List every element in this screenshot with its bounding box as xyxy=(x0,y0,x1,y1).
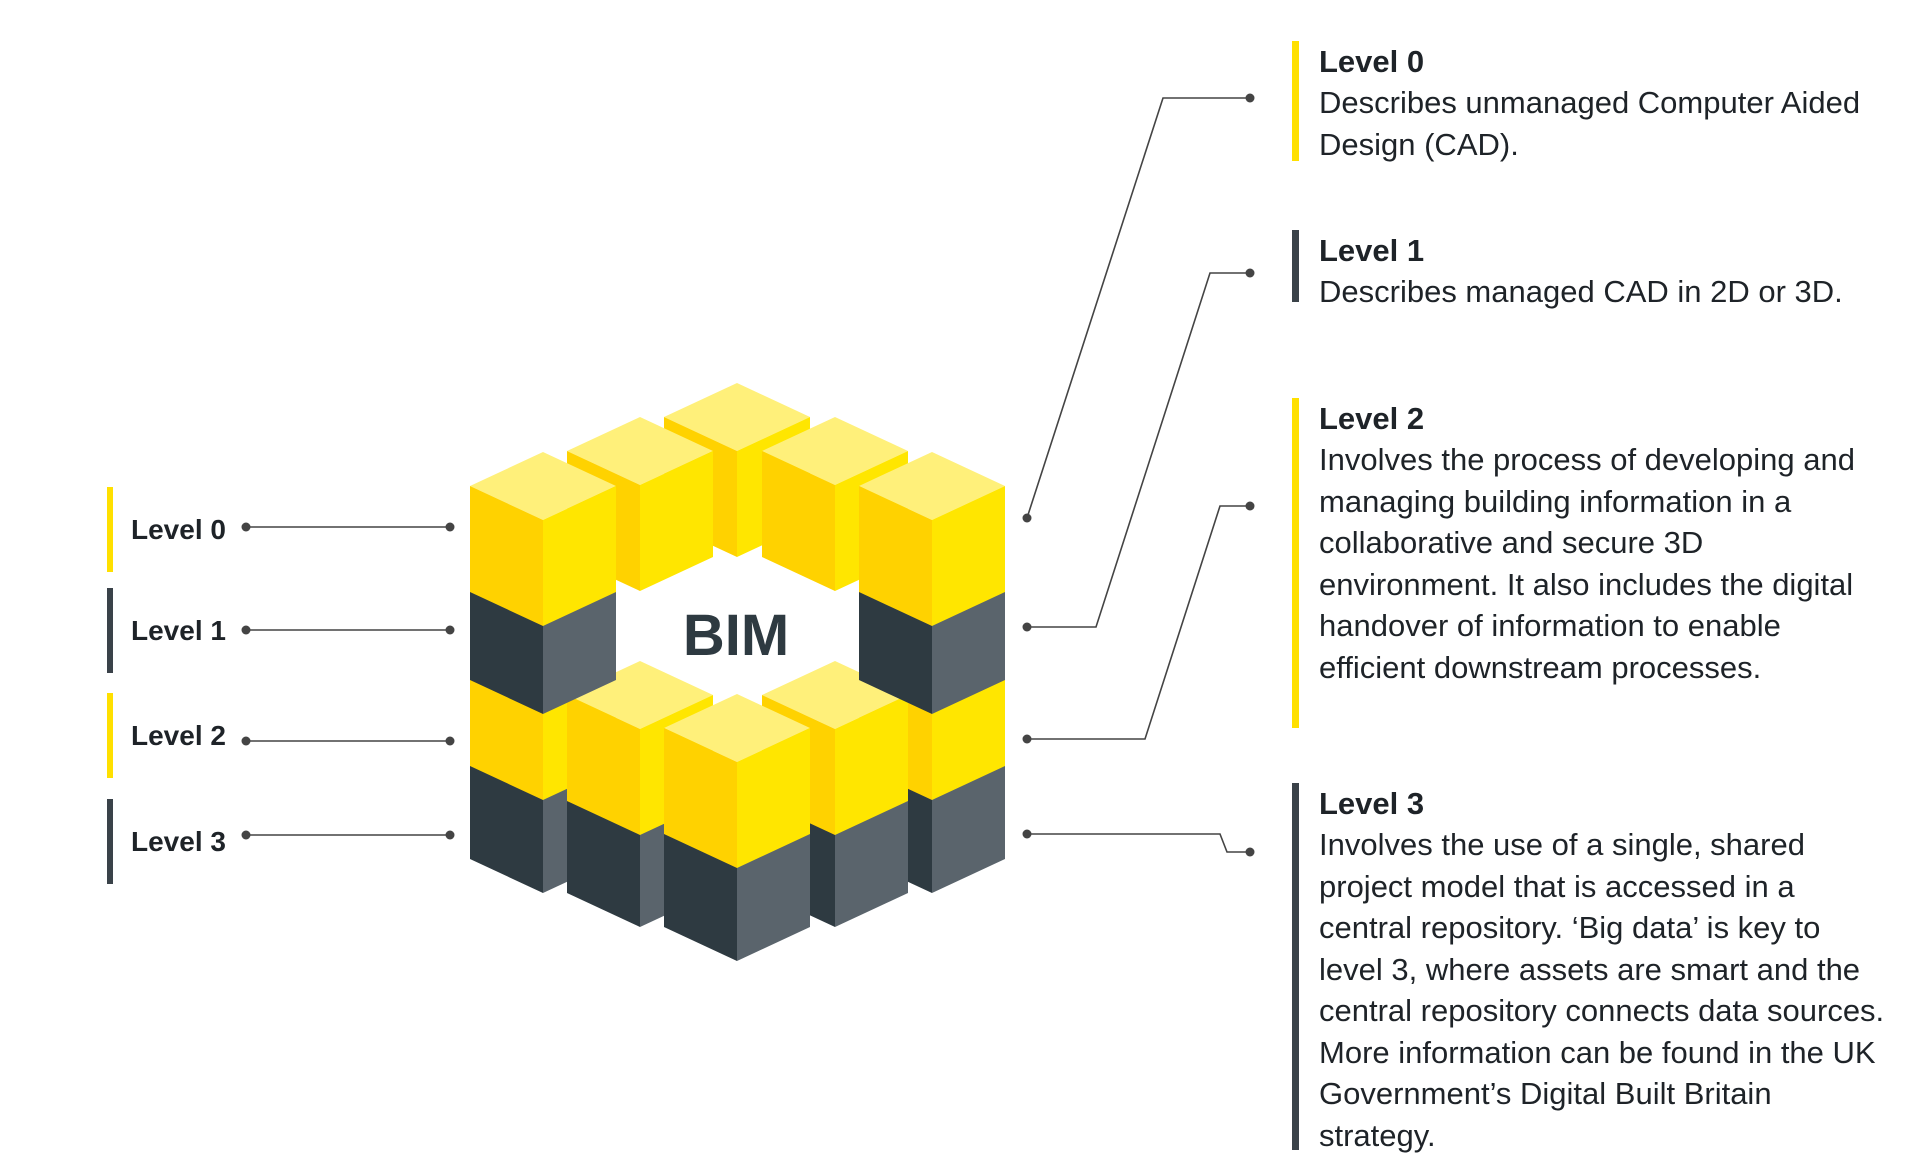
description-title: Level 1 xyxy=(1319,233,1425,268)
connector-line xyxy=(1027,505,1250,740)
yellow-cube-left xyxy=(859,486,932,626)
connector-dot xyxy=(445,522,455,532)
connector-dot xyxy=(445,830,455,840)
description-level-3: Level 3 Involves the use of a single, sh… xyxy=(1292,783,1919,1153)
connector-line xyxy=(1026,97,1250,519)
yellow-cube-left xyxy=(567,695,640,835)
connector-dot xyxy=(1022,622,1032,632)
bim-center-label: BIM xyxy=(683,603,789,668)
yellow-cube-right xyxy=(835,695,908,835)
left-label-text: Level 2 xyxy=(131,719,226,751)
yellow-cube-right xyxy=(543,486,616,626)
description-title: Level 3 xyxy=(1319,786,1425,821)
connector-dot xyxy=(241,736,251,746)
description-level-2: Level 2 Involves the process of developi… xyxy=(1292,398,1919,728)
connector-line xyxy=(1027,833,1250,853)
left-label-level-2: Level 2 xyxy=(107,693,226,778)
connector-dot xyxy=(241,522,251,532)
connector-dot xyxy=(445,736,455,746)
connector-dot xyxy=(1022,734,1032,744)
connector-dot xyxy=(241,830,251,840)
description-title: Level 0 xyxy=(1319,44,1425,79)
description-body: Involves the use of a single, shared pro… xyxy=(1319,827,1885,1153)
yellow-cube-left xyxy=(762,451,835,591)
yellow-cube-right xyxy=(737,728,810,868)
description-body: Describes managed CAD in 2D or 3D. xyxy=(1319,274,1843,309)
description-body: Describes unmanaged Computer Aided Desig… xyxy=(1319,85,1861,162)
left-label-text: Level 1 xyxy=(131,614,226,646)
left-label-text: Level 0 xyxy=(131,513,226,545)
connector-dot xyxy=(1022,829,1032,839)
connector-lines xyxy=(241,93,1255,857)
left-label-level-3: Level 3 xyxy=(107,799,226,884)
connector-dot xyxy=(445,625,455,635)
connector-dot xyxy=(1245,501,1255,511)
connector-dot xyxy=(1245,847,1255,857)
yellow-cube-left xyxy=(664,728,737,868)
connector-dot xyxy=(1022,513,1032,523)
yellow-cube-left xyxy=(470,486,543,626)
left-label-level-1: Level 1 xyxy=(107,588,226,673)
cube-stack xyxy=(470,383,1005,961)
yellow-cube-right xyxy=(640,451,713,591)
connector-dot xyxy=(1245,268,1255,278)
description-title: Level 2 xyxy=(1319,401,1425,436)
description-level-1: Level 1 Describes managed CAD in 2D or 3… xyxy=(1292,230,1919,309)
connector-dot xyxy=(241,625,251,635)
yellow-cube-right xyxy=(932,486,1005,626)
connector-dot xyxy=(1245,93,1255,103)
description-body: Involves the process of developing and m… xyxy=(1319,442,1855,685)
description-level-0: Level 0 Describes unmanaged Computer Aid… xyxy=(1292,41,1919,162)
left-label-level-0: Level 0 xyxy=(107,487,226,572)
left-label-text: Level 3 xyxy=(131,825,226,857)
connector-line xyxy=(1027,272,1250,628)
